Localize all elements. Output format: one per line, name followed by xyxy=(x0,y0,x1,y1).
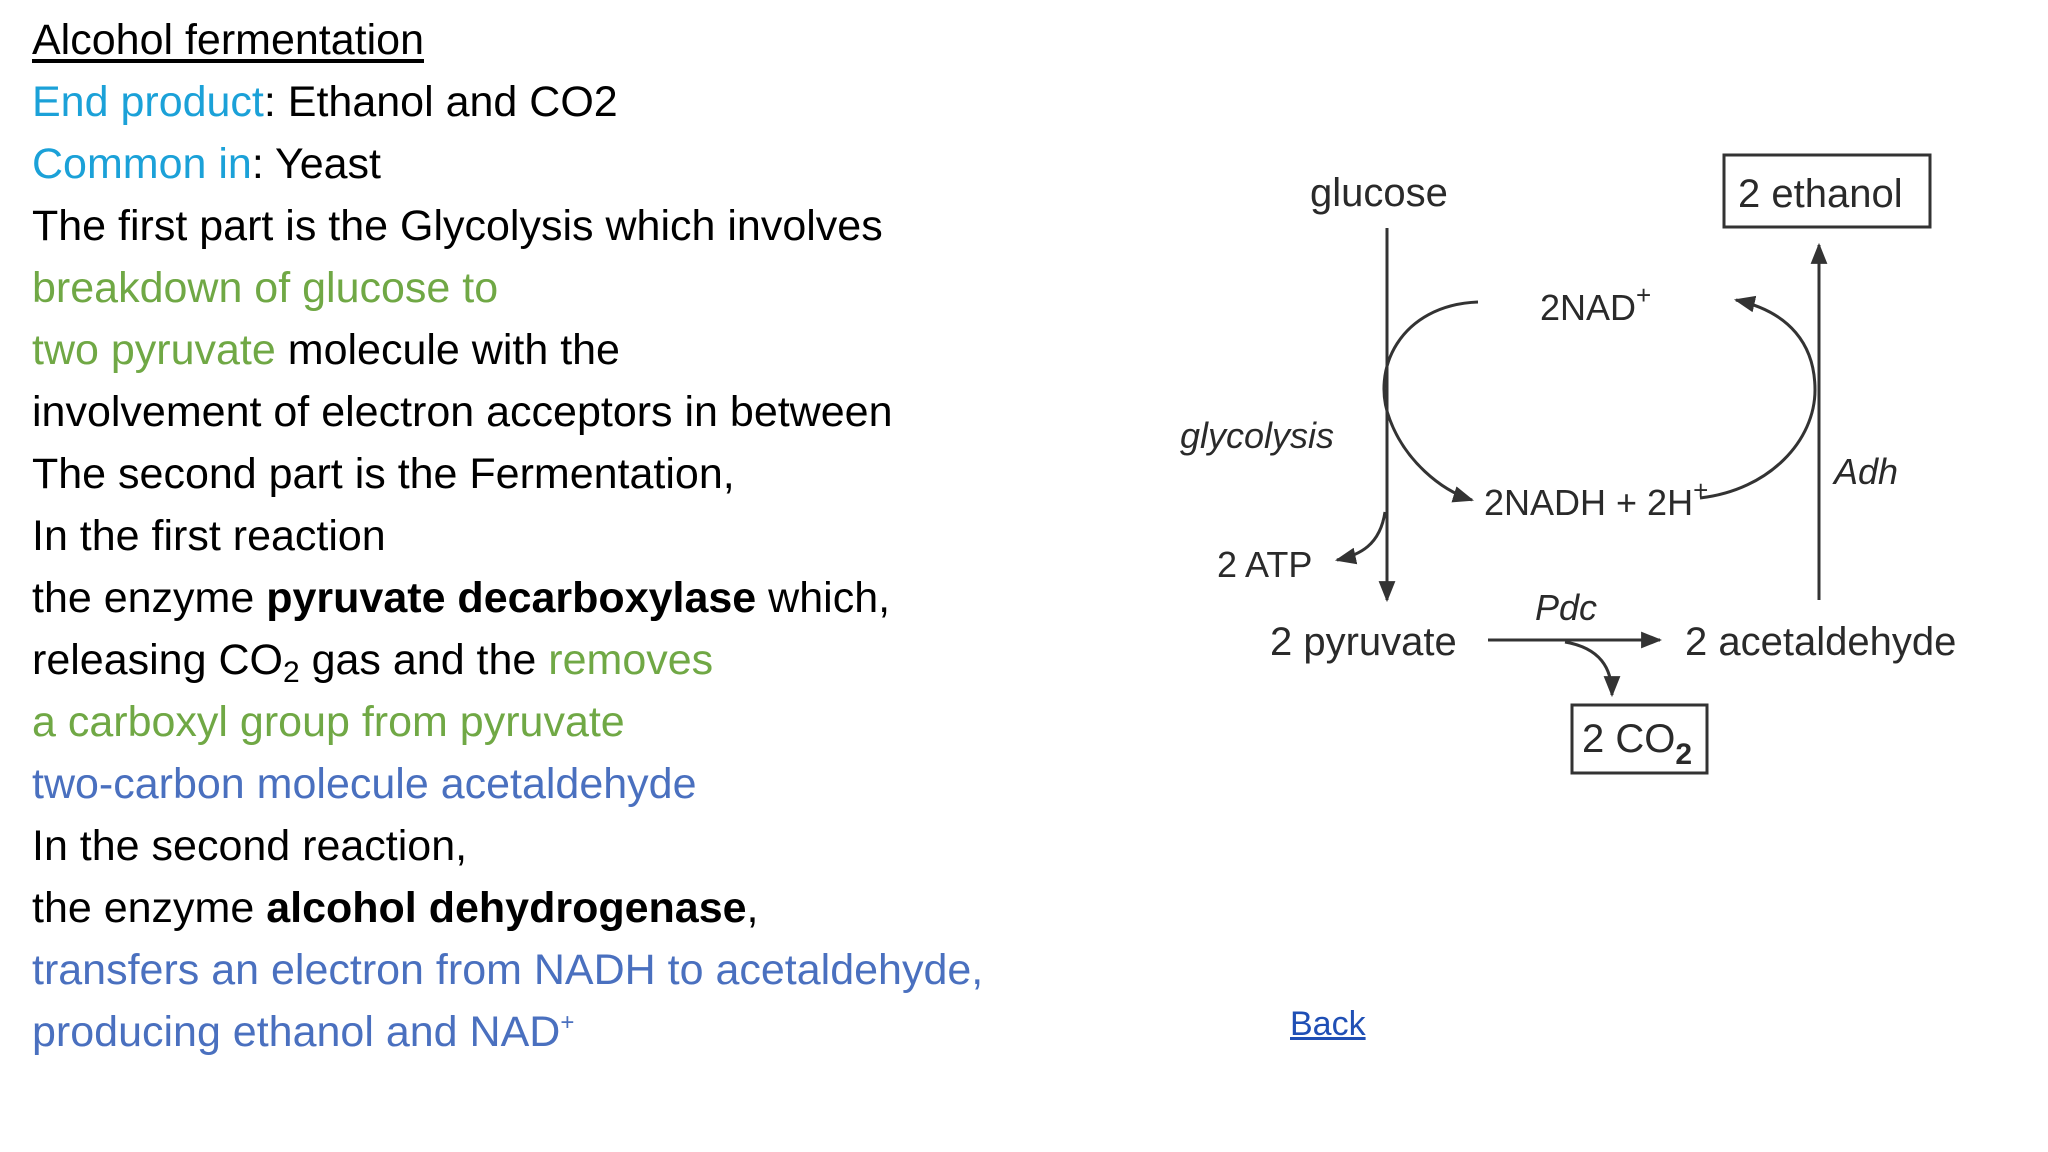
nad-plus: + xyxy=(1636,280,1651,310)
nad-label: 2NAD+ xyxy=(1540,280,1651,328)
text-line-enzyme-pdc: the enzyme pyruvate decarboxylase which, xyxy=(32,567,890,629)
common-in-value: : Yeast xyxy=(251,140,381,188)
enzyme-prefix-2: the enzyme xyxy=(32,884,267,932)
two-pyruvate-text: two pyruvate xyxy=(32,326,276,374)
text-line-transfers: transfers an electron from NADH to aceta… xyxy=(32,946,984,994)
molecule-text: molecule with the xyxy=(275,326,620,374)
pdc-label: Pdc xyxy=(1535,587,1597,628)
text-line-enzyme-adh: the enzyme alcohol dehydrogenase, xyxy=(32,877,758,939)
text-line-releasing: releasing CO2 gas and the removes xyxy=(32,629,713,691)
pyruvate-label: 2 pyruvate xyxy=(1270,620,1457,664)
text-line-glycolysis: The first part is the Glycolysis which i… xyxy=(32,202,883,250)
removes-text: removes xyxy=(548,636,714,684)
text-line-carboxyl: a carboxyl group from pyruvate xyxy=(32,698,625,746)
enzyme-suffix: which, xyxy=(756,574,891,622)
enzyme-suffix-2: , xyxy=(746,884,759,932)
slide-title: Alcohol fermentation xyxy=(32,16,424,64)
text-line-producing: producing ethanol and NAD+ xyxy=(32,1001,574,1063)
glucose-label: glucose xyxy=(1310,171,1448,215)
text-line-second-reaction: In the second reaction, xyxy=(32,822,468,870)
nad-text: 2NAD xyxy=(1540,287,1636,328)
glycolysis-label: glycolysis xyxy=(1180,415,1334,456)
enzyme-prefix: the enzyme xyxy=(32,574,267,622)
text-line-pyruvate: two pyruvate molecule with the xyxy=(32,319,620,381)
nadh-to-nad-arrow xyxy=(1699,295,1817,500)
gas-text: gas and the xyxy=(299,636,549,684)
producing-text: producing ethanol and NAD xyxy=(32,1008,561,1056)
end-product-value: : Ethanol and CO2 xyxy=(263,78,618,126)
text-line-acetaldehyde: two-carbon molecule acetaldehyde xyxy=(32,760,697,808)
ethanol-label: 2 ethanol xyxy=(1738,172,1903,216)
enzyme-pyruvate-decarboxylase: pyruvate decarboxylase xyxy=(266,574,757,622)
nad-to-nadh-arrow xyxy=(1382,300,1479,503)
co2-text: 2 CO xyxy=(1582,717,1675,761)
end-product-line: End product: Ethanol and CO2 xyxy=(32,71,618,133)
nad-superscript: + xyxy=(560,1009,575,1036)
co2-box xyxy=(1570,703,1709,775)
nadh-text: 2NADH + 2H xyxy=(1484,482,1693,523)
common-in-label: Common in xyxy=(32,140,252,188)
acetaldehyde-label: 2 acetaldehyde xyxy=(1685,620,1956,664)
text-line-first-reaction: In the first reaction xyxy=(32,512,386,560)
co2-sub: 2 xyxy=(1675,738,1692,771)
text-line-breakdown: breakdown of glucose to xyxy=(32,264,499,312)
end-product-label: End product xyxy=(32,78,264,126)
nadh-label: 2NADH + 2H+ xyxy=(1484,475,1708,523)
co2-subscript: 2 xyxy=(282,656,300,689)
enzyme-alcohol-dehydrogenase: alcohol dehydrogenase xyxy=(266,884,747,932)
adh-label: Adh xyxy=(1832,451,1898,492)
atp-arrow xyxy=(1334,511,1387,565)
co2-label: 2 CO2 xyxy=(1582,717,1692,771)
nadh-plus: + xyxy=(1693,475,1708,505)
co2-release-arrow xyxy=(1564,640,1621,698)
back-link[interactable]: Back xyxy=(1290,1005,1366,1043)
text-line-involvement: involvement of electron acceptors in bet… xyxy=(32,388,893,436)
ethanol-box xyxy=(1722,153,1932,229)
text-line-fermentation: The second part is the Fermentation, xyxy=(32,450,735,498)
common-in-line: Common in: Yeast xyxy=(32,133,381,195)
atp-label: 2 ATP xyxy=(1217,544,1312,585)
releasing-text: releasing CO xyxy=(32,636,283,684)
